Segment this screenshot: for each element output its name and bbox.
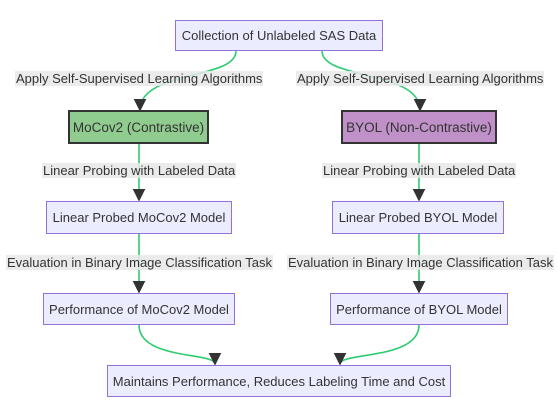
edge-label-probe-left: Linear Probing with Labeled Data	[42, 163, 237, 178]
edge-label-probe-right: Linear Probing with Labeled Data	[322, 163, 517, 178]
node-result: Maintains Performance, Reduces Labeling …	[107, 365, 451, 397]
edge-label-ssl-left: Apply Self-Supervised Learning Algorithm…	[15, 71, 264, 86]
edge-label-eval-right: Evaluation in Binary Image Classificatio…	[287, 255, 554, 270]
node-probed-mocov2: Linear Probed MoCov2 Model	[46, 201, 232, 234]
edge-perf-mocov2-to-result	[138, 324, 222, 366]
node-mocov2: MoCov2 (Contrastive)	[68, 110, 209, 144]
node-byol: BYOL (Non-Contrastive)	[341, 110, 497, 144]
node-collection: Collection of Unlabeled SAS Data	[175, 20, 383, 51]
edge-label-eval-left: Evaluation in Binary Image Classificatio…	[6, 255, 273, 270]
edge-label-ssl-right: Apply Self-Supervised Learning Algorithm…	[296, 71, 545, 86]
node-perf-byol: Performance of BYOL Model	[330, 293, 508, 325]
edge-perf-byol-to-result	[333, 324, 420, 366]
node-probed-byol: Linear Probed BYOL Model	[332, 201, 504, 234]
node-perf-mocov2: Performance of MoCov2 Model	[43, 293, 235, 325]
